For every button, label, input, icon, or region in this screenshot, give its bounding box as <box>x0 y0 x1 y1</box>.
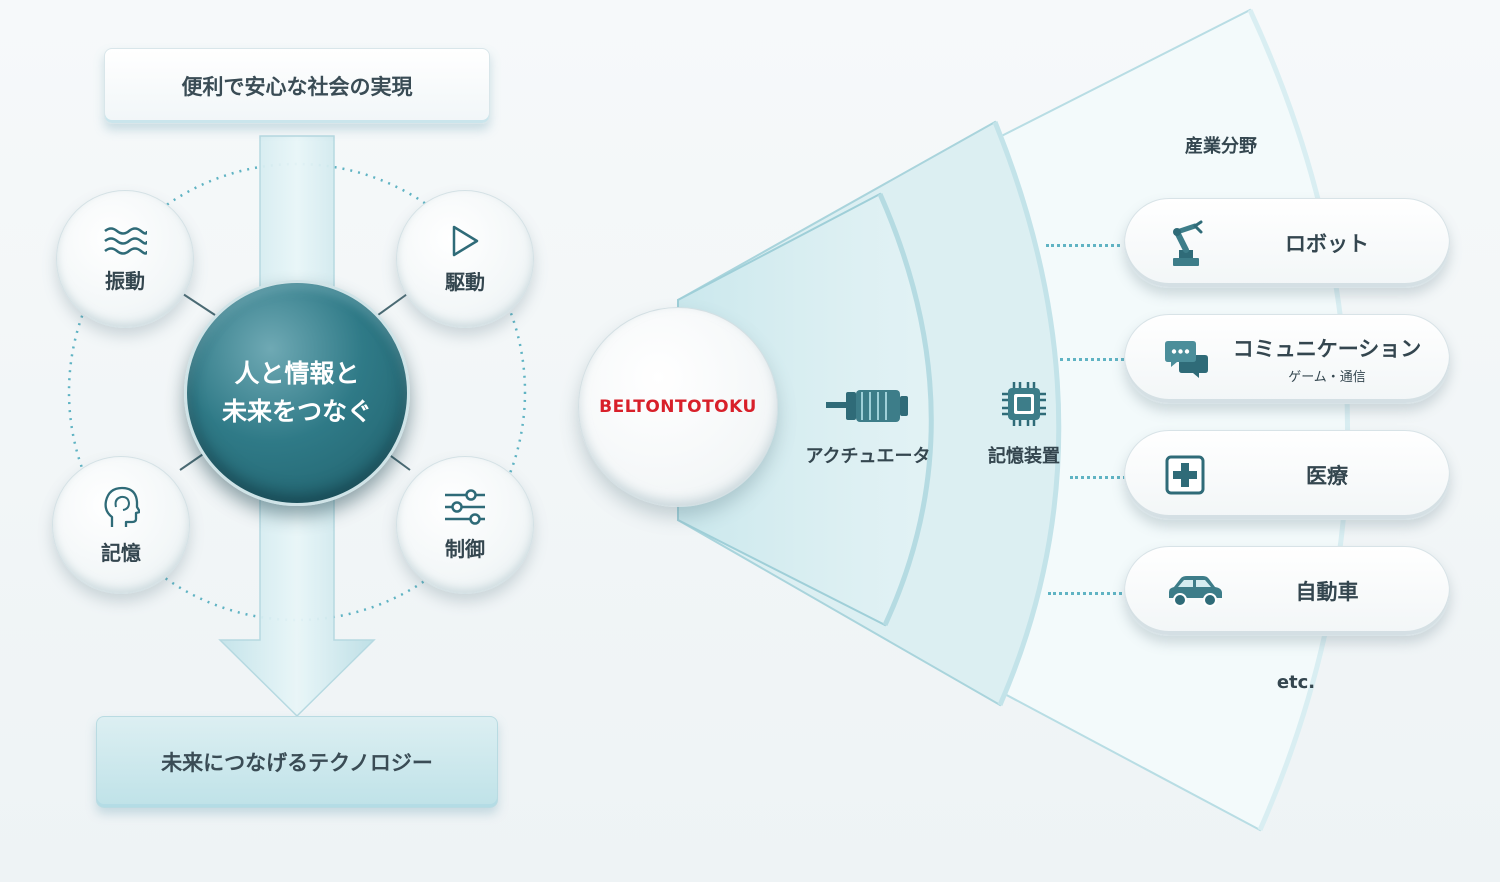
industry-communication-sub: ゲーム・通信 <box>1288 370 1366 385</box>
actuator-label: アクチュエータ <box>805 446 931 467</box>
outer-edge <box>1247 8 1350 832</box>
middle-edge <box>992 121 1062 706</box>
chip-icon <box>1002 382 1046 426</box>
sliders-icon <box>445 488 485 525</box>
motor-icon <box>826 390 908 422</box>
technology-box: 未来につなげるテクノロジー <box>96 716 498 808</box>
industry-robot-title: ロボット <box>1285 232 1369 256</box>
industry-robot: ロボット <box>1124 198 1450 288</box>
vibration-waves-icon <box>104 226 147 255</box>
node-vibration: 振動 <box>56 190 194 328</box>
robot-arm-icon <box>1173 220 1203 266</box>
leader-car <box>1048 592 1122 595</box>
node-drive-label: 駆動 <box>445 269 485 294</box>
inner-edge <box>877 192 934 627</box>
connector-vibration <box>179 291 216 316</box>
leader-communication <box>1060 358 1124 361</box>
industry-communication-title: コミュニケーション <box>1232 337 1422 361</box>
node-memory-label: 記憶 <box>101 540 141 565</box>
storage-label: 記憶装置 <box>988 446 1060 467</box>
node-drive: 駆動 <box>396 190 534 328</box>
goal-text: 便利で安心な社会の実現 <box>181 75 413 99</box>
play-triangle-icon <box>452 225 479 256</box>
leader-medical <box>1070 476 1126 479</box>
car-icon <box>1169 576 1222 607</box>
leader-robot <box>1046 244 1120 247</box>
hub-line1: 人と情報と <box>234 359 360 388</box>
node-vibration-label: 振動 <box>105 268 145 293</box>
technology-text: 未来につなげるテクノロジー <box>161 751 433 775</box>
connector-drive <box>377 291 411 316</box>
industry-medical-title: 医療 <box>1306 464 1348 488</box>
industry-medical: 医療 <box>1124 430 1450 520</box>
industry-car-title: 自動車 <box>1295 580 1359 604</box>
hub-circle: 人と情報と 未来をつなぐ <box>184 280 410 506</box>
company-logo: BELTONTOTOKU <box>599 397 757 417</box>
industry-title: 産業分野 <box>1185 136 1257 157</box>
etc-label: etc. <box>1276 672 1316 693</box>
logo-circle: BELTONTOTOKU <box>578 307 778 507</box>
chat-bubbles-icon <box>1165 341 1208 378</box>
industry-car: 自動車 <box>1124 546 1450 636</box>
node-control-label: 制御 <box>445 536 485 561</box>
industry-communication: コミュニケーション ゲーム・通信 <box>1124 314 1450 404</box>
medical-cross-icon <box>1165 455 1205 495</box>
hub-line2: 未来をつなぐ <box>221 397 372 426</box>
goal-box: 便利で安心な社会の実現 <box>104 48 490 124</box>
node-memory: 記憶 <box>52 456 190 594</box>
head-brain-icon <box>104 486 140 527</box>
node-control: 制御 <box>396 456 534 594</box>
